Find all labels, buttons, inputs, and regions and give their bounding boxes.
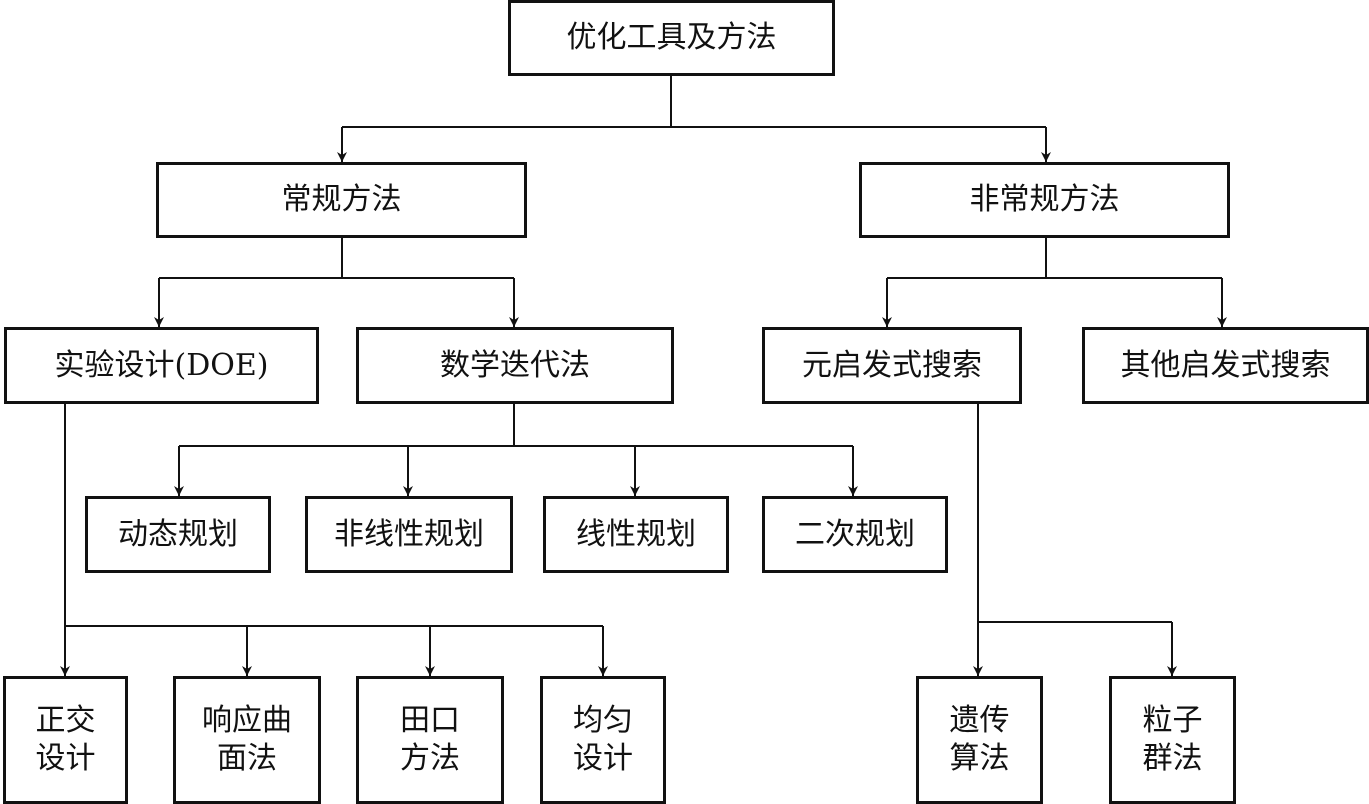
node-uniform-design: 均匀 设计 <box>540 676 666 804</box>
node-doe: 实验设计(DOE) <box>4 327 319 404</box>
node-math-iterative: 数学迭代法 <box>356 327 674 404</box>
node-nonlinear-programming: 非线性规划 <box>305 496 513 573</box>
node-linear-programming: 线性规划 <box>543 496 729 573</box>
node-root: 优化工具及方法 <box>508 0 835 76</box>
node-genetic-algorithm: 遗传 算法 <box>916 676 1043 804</box>
node-dynamic-programming: 动态规划 <box>85 496 271 573</box>
node-metaheuristic: 元启发式搜索 <box>762 327 1022 404</box>
node-quadratic-programming: 二次规划 <box>762 496 948 573</box>
node-conventional: 常规方法 <box>156 162 527 238</box>
node-unconventional: 非常规方法 <box>859 162 1230 238</box>
node-other-heuristic: 其他启发式搜索 <box>1082 327 1369 404</box>
node-orthogonal-design: 正交 设计 <box>3 676 128 804</box>
node-taguchi: 田口 方法 <box>356 676 504 804</box>
node-particle-swarm: 粒子 群法 <box>1109 676 1236 804</box>
node-response-surface: 响应曲 面法 <box>173 676 321 804</box>
